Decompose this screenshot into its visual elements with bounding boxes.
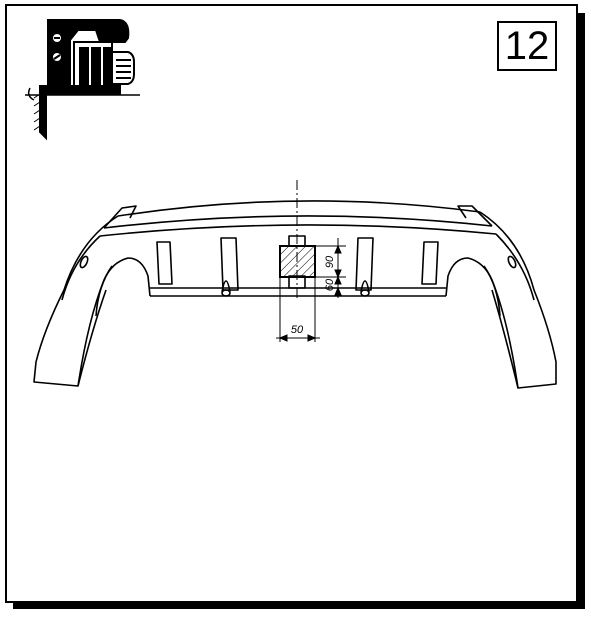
- width-dimension-label: 50: [291, 324, 304, 336]
- lower-height-dimension-label: 60: [324, 278, 336, 291]
- dimension-lines: [276, 238, 346, 342]
- jigsaw-icon: [23, 17, 145, 141]
- bumper-drawing: [33, 200, 557, 389]
- step-number: 12: [504, 23, 550, 68]
- upper-height-dimension-label: 90: [324, 255, 336, 268]
- step-number-box: 12: [497, 21, 557, 71]
